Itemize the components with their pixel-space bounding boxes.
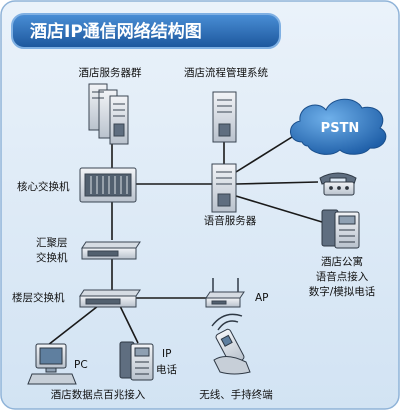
link-voice-apartment [235,195,323,223]
voice-server-icon [211,163,237,213]
link-voice-phone [235,181,319,185]
core-switch-icon [79,167,137,203]
data-access-label: 酒店数据点百兆接入 [51,388,146,401]
server-group-label: 酒店服务器群 [79,66,142,79]
aggregation-label-1: 汇聚层 [36,236,68,249]
pstn-cloud-icon: PSTN [290,98,387,155]
server-group-icon [88,83,129,145]
ip-phone-label-2: 电话 [156,363,177,376]
pc-label: PC [74,359,88,371]
ip-phone-icon [119,341,154,381]
aggregation-label-2: 交换机 [36,251,68,264]
title-bar: 酒店IP通信网络结构图 [11,13,281,49]
core-switch-label: 核心交换机 [17,180,70,193]
pstn-label: PSTN [321,121,360,136]
pc-icon [27,343,77,385]
connection-lines [47,131,323,346]
wireless-label: 无线、手持终端 [199,388,273,401]
digital-phone-icon [321,209,360,249]
ap-label: AP [255,292,269,304]
apartment-label-3: 数字/模拟电话 [309,285,376,298]
ip-phone-label-1: IP [162,348,171,360]
flow-system-label: 酒店流程管理系统 [184,66,268,79]
phone-icon [319,172,357,196]
apartment-label-2: 语音点接入 [316,270,369,283]
voice-server-label: 语音服务器 [204,214,257,227]
link-floor-pc [47,305,99,346]
access-point-icon [205,278,245,308]
link-floor-ip-phone [119,305,139,344]
aggregation-switch-icon [81,241,141,260]
floor-switch-icon [79,289,141,308]
link-voice-pstn [235,131,301,173]
diagram-title: 酒店IP通信网络结构图 [30,21,202,42]
floor-switch-label: 楼层交换机 [12,291,65,304]
handheld-icon [211,313,251,375]
server-icon [212,91,237,143]
apartment-label-1: 酒店公寓 [321,255,363,268]
